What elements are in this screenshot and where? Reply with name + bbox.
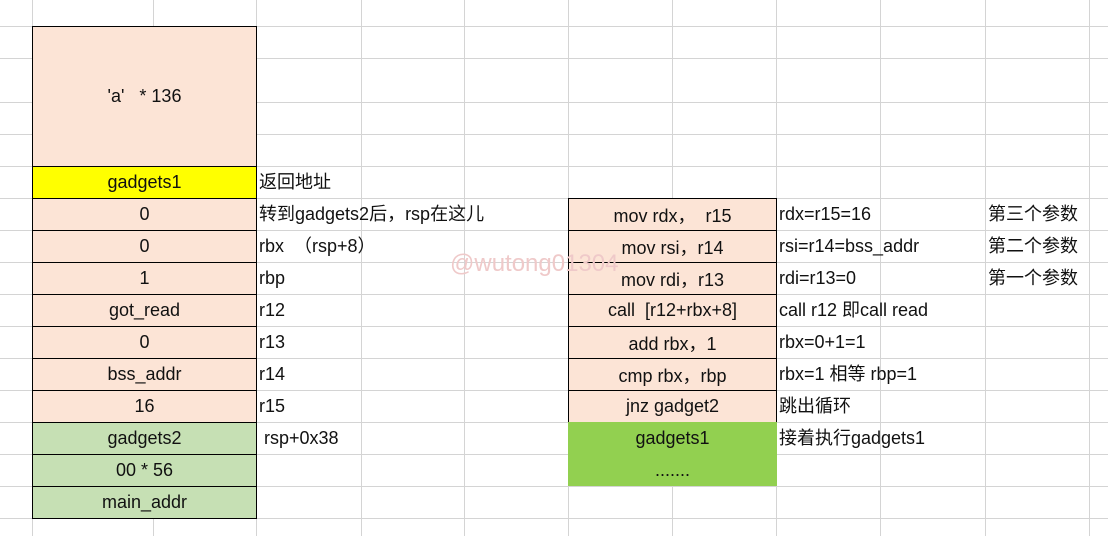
instruction-cell[interactable]: add rbx，1 bbox=[568, 326, 777, 359]
stack-cell[interactable]: 16 bbox=[32, 390, 257, 423]
grid-row-line bbox=[0, 390, 1108, 391]
instruction-cell[interactable]: call [r12+rbx+8] bbox=[568, 294, 777, 327]
ellipsis: ....... bbox=[654, 459, 690, 480]
grid-column-line bbox=[880, 0, 881, 536]
instruction-note: call r12 即call read bbox=[779, 300, 929, 320]
stack-note: r12 bbox=[259, 300, 286, 320]
grid-row-line bbox=[0, 326, 1108, 327]
stack-note: 返回地址 bbox=[259, 172, 331, 192]
padding-cell[interactable]: 'a' * 136 bbox=[32, 26, 257, 167]
instruction-note: rdx=r15=16 bbox=[779, 204, 872, 224]
stack-note: r14 bbox=[259, 364, 286, 384]
stack-cell[interactable]: gadgets2 bbox=[32, 422, 257, 455]
grid-row-line bbox=[0, 26, 1108, 27]
stack-note: r13 bbox=[259, 332, 286, 352]
instruction-cell[interactable]: mov rdi，r13 bbox=[568, 262, 777, 295]
grid-row-line bbox=[0, 58, 1108, 59]
grid-column-line bbox=[361, 0, 362, 536]
stack-cell[interactable]: bss_addr bbox=[32, 358, 257, 391]
instruction-note: 跳出循环 bbox=[779, 396, 851, 416]
grid-row-line bbox=[0, 486, 1108, 487]
grid-row-line bbox=[0, 454, 1108, 455]
grid-row-line bbox=[0, 294, 1108, 295]
grid-row-line bbox=[0, 134, 1108, 135]
grid-row-line bbox=[0, 262, 1108, 263]
grid-row-line bbox=[0, 518, 1108, 519]
param-note: 第二个参数 bbox=[988, 236, 1078, 256]
instruction-cell[interactable]: cmp rbx，rbp bbox=[568, 358, 777, 391]
instruction-note: rdi=r13=0 bbox=[779, 268, 857, 288]
grid-row-line bbox=[0, 422, 1108, 423]
instruction-cell[interactable]: mov rdx， r15 bbox=[568, 198, 777, 231]
grid-row-line bbox=[0, 198, 1108, 199]
stack-note: r15 bbox=[259, 396, 286, 416]
grid-row-line bbox=[0, 102, 1108, 103]
param-note: 第一个参数 bbox=[988, 268, 1078, 288]
stack-cell[interactable]: 0 bbox=[32, 230, 257, 263]
grid-row-line bbox=[0, 230, 1108, 231]
stack-cell[interactable]: 0 bbox=[32, 326, 257, 359]
stack-cell[interactable]: 00 * 56 bbox=[32, 454, 257, 487]
instruction-note: rsi=r14=bss_addr bbox=[779, 236, 920, 256]
param-note: 第三个参数 bbox=[988, 204, 1078, 224]
instruction-note: rbx=0+1=1 bbox=[779, 332, 866, 352]
instruction-cell[interactable]: mov rsi，r14 bbox=[568, 230, 777, 263]
stack-note: rsp+0x38 bbox=[259, 428, 339, 448]
next-gadget-cell[interactable]: gadgets1....... bbox=[568, 422, 777, 486]
stack-note: rbx （rsp+8） bbox=[259, 236, 376, 256]
grid-row-line bbox=[0, 166, 1108, 167]
stack-cell[interactable]: 1 bbox=[32, 262, 257, 295]
stack-cell[interactable]: gadgets1 bbox=[32, 166, 257, 199]
grid-column-line bbox=[464, 0, 465, 536]
grid-column-line bbox=[985, 0, 986, 536]
instruction-note: 接着执行gadgets1 bbox=[779, 428, 926, 448]
stack-cell[interactable]: got_read bbox=[32, 294, 257, 327]
stack-note: rbp bbox=[259, 268, 286, 288]
stack-cell[interactable]: main_addr bbox=[32, 486, 257, 519]
next-gadget-label: gadgets1 bbox=[635, 427, 710, 448]
stack-cell[interactable]: 0 bbox=[32, 198, 257, 231]
stack-note: 转到gadgets2后，rsp在这儿 bbox=[259, 204, 485, 224]
instruction-cell[interactable]: jnz gadget2 bbox=[568, 390, 777, 423]
grid-column-line bbox=[1089, 0, 1090, 536]
instruction-note: rbx=1 相等 rbp=1 bbox=[779, 364, 918, 384]
grid-row-line bbox=[0, 358, 1108, 359]
